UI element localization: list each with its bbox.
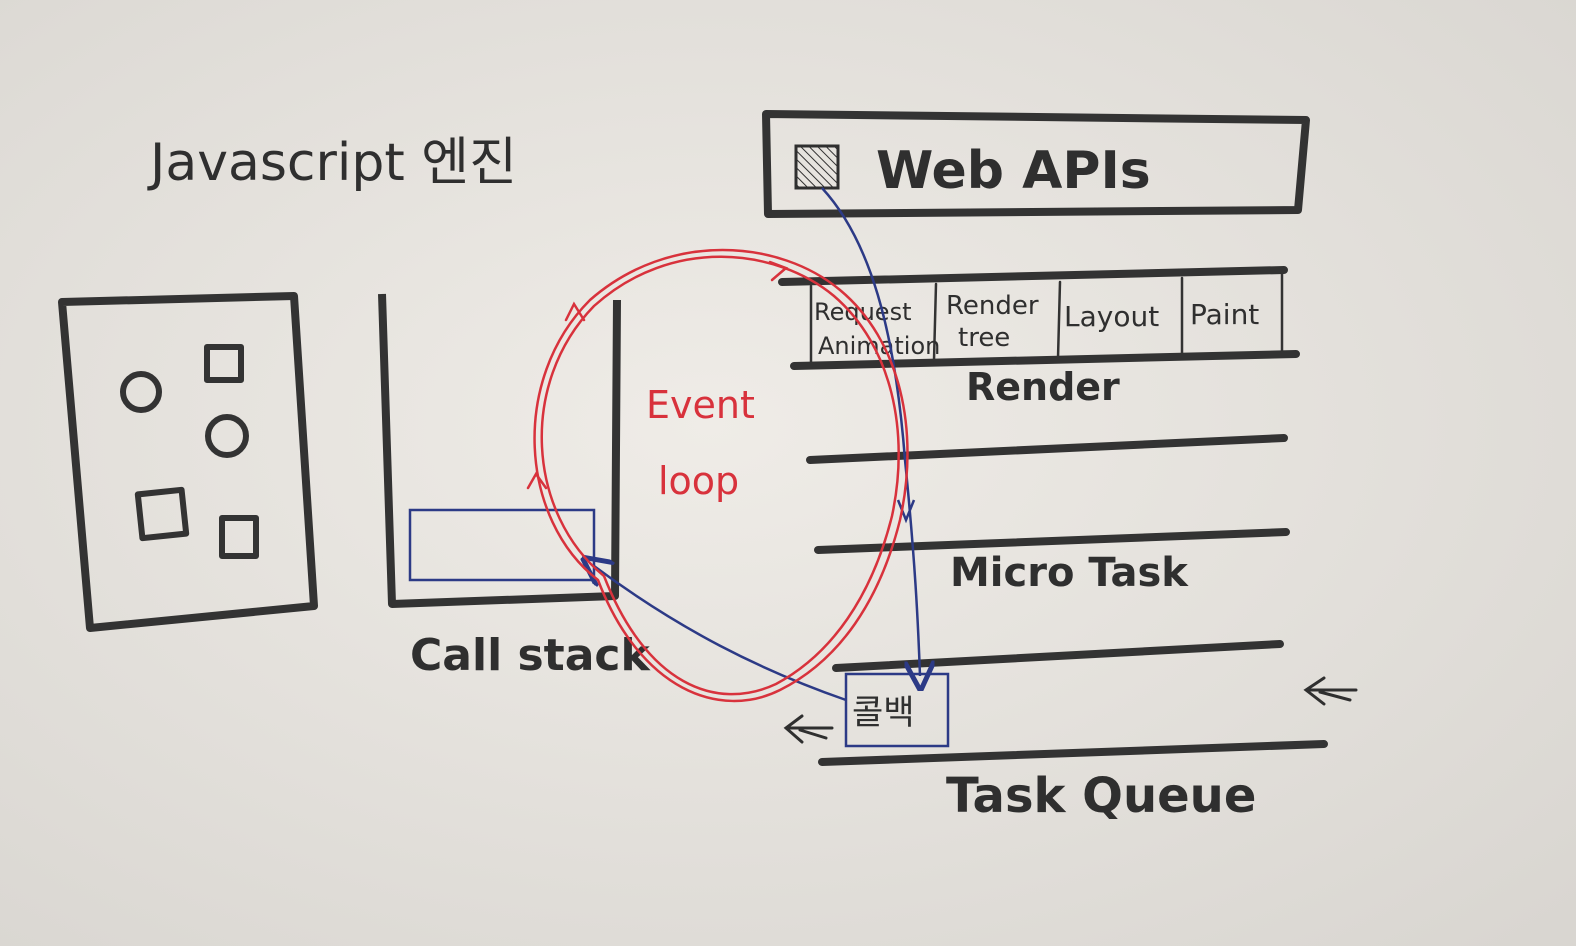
event-loop-circle: [533, 248, 909, 703]
web-api-to-queue-arrow: [821, 187, 920, 676]
engine-title: Javascript 엔진: [147, 133, 517, 193]
heap-object-square: [204, 344, 244, 383]
stack-frame: [408, 508, 596, 582]
event-loop-label-line2: loop: [658, 459, 739, 503]
render-pipeline: [778, 266, 1300, 370]
down-arrow-icon: [896, 499, 916, 524]
render-step-render-tree-line2: tree: [958, 323, 1010, 353]
callback-flow: [594, 187, 920, 702]
task-queue-label: Task Queue: [946, 768, 1256, 824]
task-queue-bottom-line: [818, 740, 1328, 766]
micro-task-label: Micro Task: [950, 550, 1189, 596]
loop-arrow-icon: [768, 260, 789, 282]
left-arrow-icon: [783, 714, 834, 744]
heap-object-square: [219, 515, 259, 559]
micro-task-top-line: [814, 528, 1290, 554]
web-apis-label: Web APIs: [876, 141, 1151, 201]
heap-object-circle: [205, 414, 249, 458]
callback-label: 콜백: [852, 693, 915, 733]
loop-arrow-icon: [564, 301, 586, 322]
queue-direction-arrows: [783, 676, 1358, 744]
event-loop-cycle: [526, 248, 909, 703]
render-step-render-tree: Render: [946, 291, 1039, 321]
web-apis-box: [762, 110, 1310, 218]
queue-to-stack-arrow: [594, 566, 847, 702]
heap-box: [58, 292, 318, 632]
event-loop-circle-trace: [540, 255, 900, 696]
timer-task-icon: [794, 144, 840, 190]
render-queue-bottom-line: [806, 434, 1288, 464]
left-arrow-icon: [1303, 676, 1358, 706]
callback-task: 콜백: [844, 672, 950, 748]
call-stack: [378, 293, 621, 608]
call-stack-label: Call stack: [410, 630, 651, 681]
render-label: Render: [966, 365, 1120, 409]
event-loop-label-line1: Event: [646, 383, 755, 427]
heap-object-circle: [120, 371, 162, 413]
heap-object-square: [134, 486, 190, 542]
loop-arrow-icon: [526, 471, 548, 490]
render-step-layout: Layout: [1064, 300, 1159, 333]
render-step-paint: Paint: [1190, 298, 1259, 331]
